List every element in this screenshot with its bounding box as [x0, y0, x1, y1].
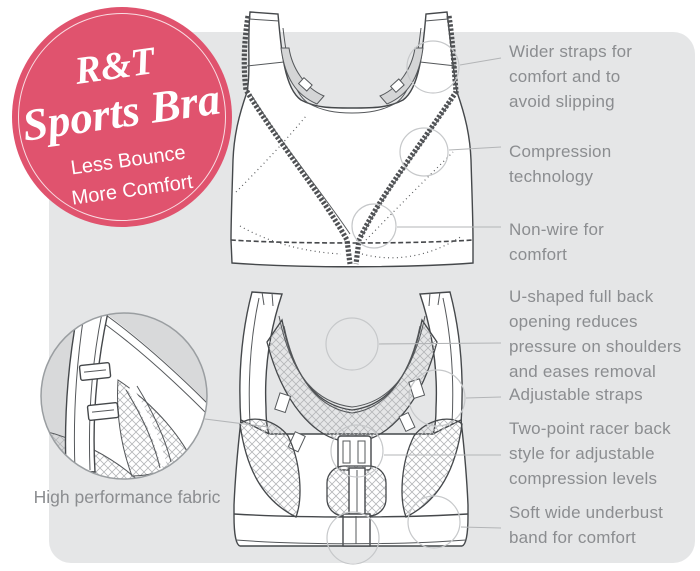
front-band-stitch: [230, 239, 474, 244]
feature-label-compression: Compression technology: [509, 142, 612, 186]
back-side-panel-right: [401, 418, 463, 518]
front-inner-strap-right: [379, 47, 424, 105]
magnified-buckle: [78, 361, 120, 422]
front-view-drawing: [230, 11, 474, 268]
leader-lines: [378, 57, 502, 529]
back-mesh-yoke: [266, 318, 438, 441]
magnifier-circle: [40, 312, 208, 480]
ring-non-wire: [351, 203, 397, 249]
back-clasp: [337, 435, 372, 471]
magnifier-leader-line: [204, 418, 269, 428]
front-seam-right: [353, 15, 459, 265]
brand-badge-text: R&T Sports Bra Less Bounce More Comfort: [0, 0, 246, 241]
back-side-panel-left: [239, 418, 301, 518]
ring-band-right: [407, 495, 461, 549]
ring-wider-straps: [406, 40, 460, 94]
feature-label-adjustable-straps: Adjustable straps: [509, 385, 643, 404]
feature-label-u-back: U-shaped full back opening reduces press…: [509, 287, 682, 381]
feature-label-racer-back: Two-point racer back style for adjustabl…: [509, 419, 671, 488]
feature-label-non-wire: Non-wire for comfort: [509, 220, 604, 264]
front-inner-strap-left: [280, 47, 325, 105]
magnifier-caption: High performance fabric: [33, 487, 221, 507]
callout-rings: [325, 40, 466, 565]
ring-compression: [399, 127, 449, 177]
ring-band-center: [326, 511, 380, 565]
brand-badge: R&T Sports Bra Less Bounce More Comfort: [12, 7, 232, 227]
ring-adjustable-straps: [408, 369, 466, 427]
front-seam-left: [241, 15, 353, 265]
back-view-drawing: [233, 291, 469, 547]
ring-u-back: [325, 317, 379, 371]
feature-label-underbust-band: Soft wide underbust band for comfort: [509, 503, 664, 547]
feature-label-wider-straps: Wider straps for comfort and to avoid sl…: [509, 42, 633, 111]
ring-racer-back: [330, 424, 384, 478]
